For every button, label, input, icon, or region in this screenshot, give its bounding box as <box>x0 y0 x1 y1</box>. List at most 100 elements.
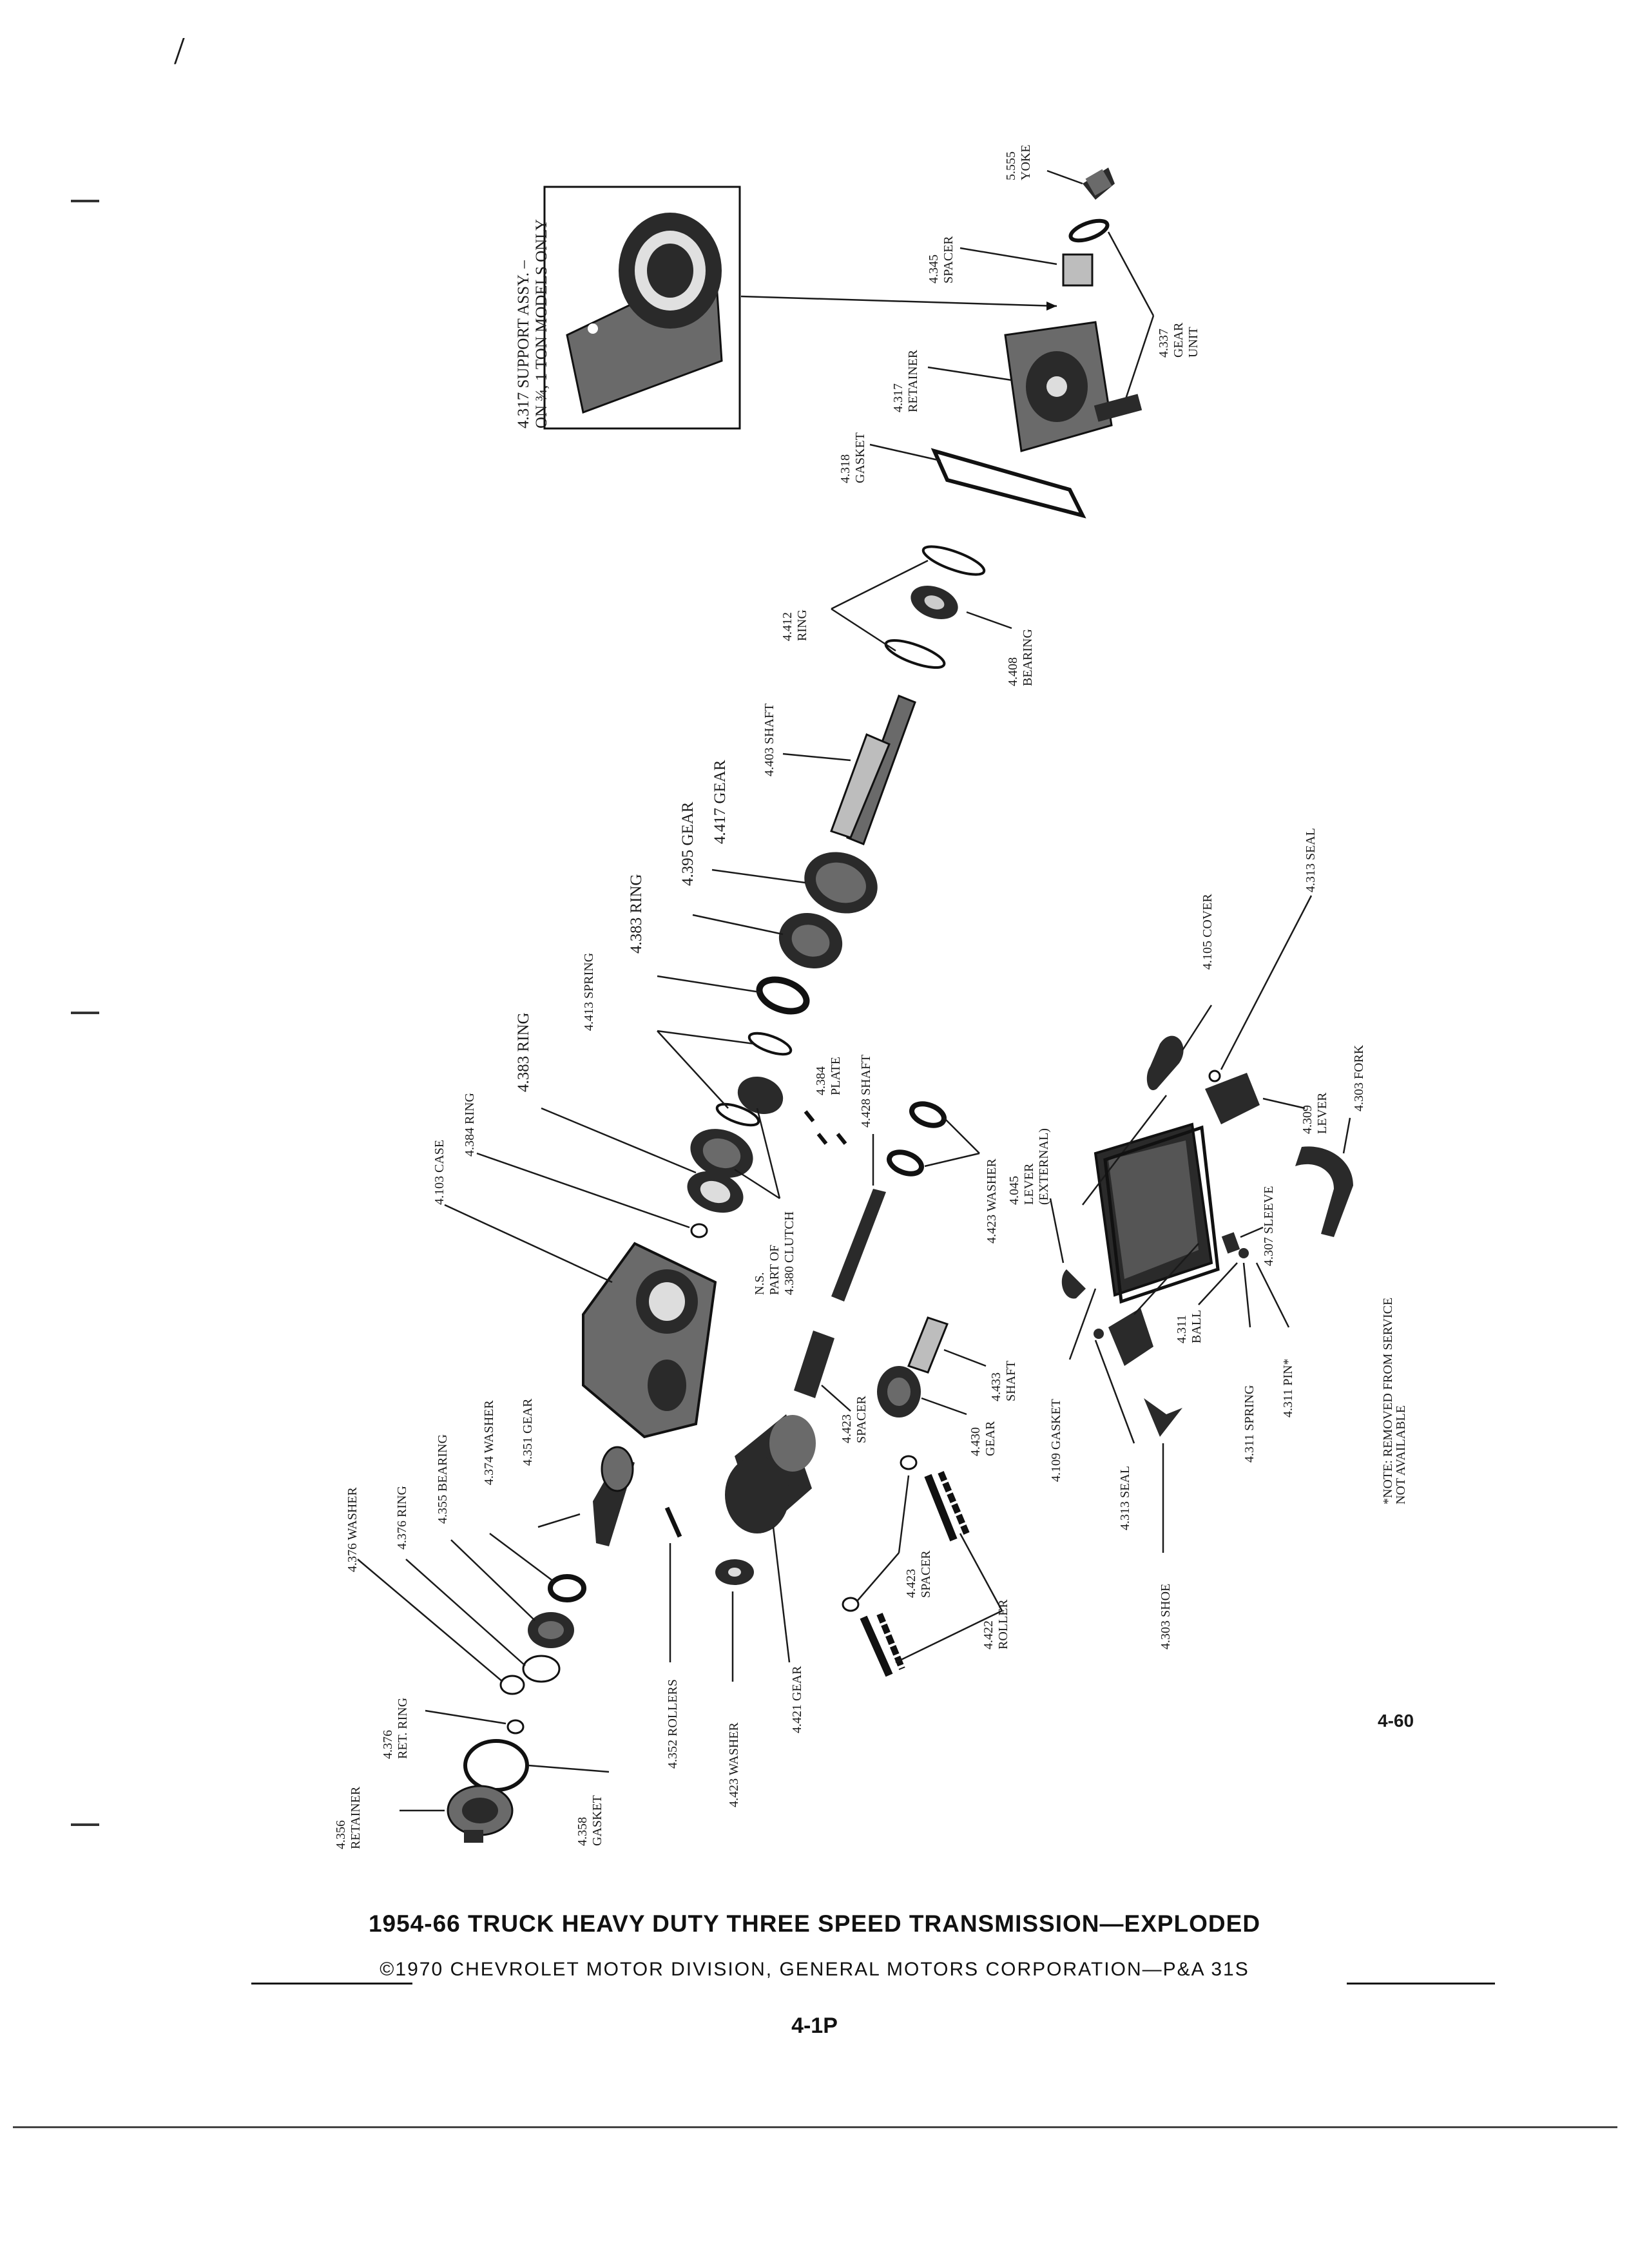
svg-text:GASKET: GASKET <box>590 1795 604 1846</box>
svg-text:4.313 SEAL: 4.313 SEAL <box>1118 1466 1132 1530</box>
svg-text:4.417 GEAR: 4.417 GEAR <box>711 760 729 844</box>
svg-text:4.045: 4.045 <box>1007 1176 1021 1205</box>
label-rollers-4352: 4.352 ROLLERS <box>666 1679 680 1769</box>
label-plate-4384-name: PLATE <box>829 1057 843 1095</box>
copyright-rule-right <box>1347 1983 1495 1984</box>
label-ring-4384: 4.384 RING <box>463 1093 477 1157</box>
svg-text:UNIT: UNIT <box>1186 327 1200 358</box>
svg-text:LEVER: LEVER <box>1022 1163 1036 1205</box>
part-case-4103 <box>582 1242 717 1439</box>
svg-text:4.376: 4.376 <box>381 1730 395 1759</box>
copyright-rule-left <box>251 1983 412 1984</box>
svg-text:RET. RING: RET. RING <box>396 1698 410 1759</box>
svg-text:4.380 CLUTCH: 4.380 CLUTCH <box>782 1211 796 1295</box>
inset-label-line1: 4.317 SUPPORT ASSY. – <box>515 260 532 428</box>
svg-text:4.337: 4.337 <box>1157 329 1171 358</box>
label-ring-4383-top: 4.383 RING <box>628 874 645 954</box>
svg-text:4.423 WASHER: 4.423 WASHER <box>727 1722 741 1807</box>
label-gear-unit-num: 4.337 <box>1157 329 1171 358</box>
svg-text:BALL: BALL <box>1190 1310 1204 1343</box>
label-gasket-4358-name: GASKET <box>590 1795 604 1846</box>
scan-edge-line <box>13 2126 1617 2128</box>
label-spacer-4423-low-num: 4.423 <box>904 1569 918 1598</box>
svg-text:4.317: 4.317 <box>891 383 905 412</box>
svg-text:4.109 GASKET: 4.109 GASKET <box>1049 1399 1063 1482</box>
svg-text:4.303 FORK: 4.303 FORK <box>1352 1044 1366 1111</box>
label-lever-4045-num: 4.045 <box>1007 1176 1021 1205</box>
label-lever-4045-external: (EXTERNAL) <box>1037 1128 1051 1205</box>
label-lever-4309-num: 4.309 <box>1300 1105 1315 1134</box>
label-retainer-4356-name: RETAINER <box>349 1786 363 1849</box>
page-title: 1954-66 TRUCK HEAVY DUTY THREE SPEED TRA… <box>368 1910 1261 1937</box>
svg-text:4.311: 4.311 <box>1175 1315 1189 1343</box>
part-bearing-4408 <box>911 585 958 620</box>
label-gear-4417: 4.417 GEAR <box>711 760 729 844</box>
svg-text:4.428 SHAFT: 4.428 SHAFT <box>859 1055 873 1128</box>
label-spacer-4345-name: SPACER <box>941 236 956 284</box>
label-gasket-4358-num: 4.358 <box>575 1817 590 1846</box>
label-fork-4303: 4.303 FORK <box>1352 1044 1366 1111</box>
label-washer-4423-top: 4.423 WASHER <box>985 1158 999 1244</box>
label-cover-4105: 4.105 COVER <box>1200 894 1215 970</box>
label-bearing-4355: 4.355 BEARING <box>436 1434 450 1524</box>
svg-text:4.433: 4.433 <box>989 1372 1003 1401</box>
part-spacer-4423-low <box>842 1455 918 1612</box>
figure-number: 4-60 <box>1378 1711 1414 1731</box>
svg-text:YOKE: YOKE <box>1019 144 1033 180</box>
part-lever-lower <box>1094 1308 1153 1366</box>
label-ring-4376: 4.376 RING <box>395 1486 409 1550</box>
part-ret-ring-4376 <box>506 1719 525 1735</box>
part-spring-4413 <box>715 1032 793 1127</box>
inset-support-assembly: 4.317 SUPPORT ASSY. – ON ¾, 1 TON MODELS… <box>515 186 1057 430</box>
svg-text:4.430: 4.430 <box>969 1427 983 1456</box>
svg-text:(EXTERNAL): (EXTERNAL) <box>1037 1128 1051 1205</box>
part-washer-4423-lower <box>715 1559 754 1585</box>
part-washer-4423-upper <box>887 1101 947 1177</box>
svg-text:4.376 RING: 4.376 RING <box>395 1486 409 1550</box>
part-clutch-4380 <box>690 1076 784 1178</box>
svg-text:4.309: 4.309 <box>1300 1105 1315 1134</box>
label-washer-4376: 4.376 WASHER <box>345 1486 360 1572</box>
label-shaft-4403: 4.403 SHAFT <box>762 704 776 776</box>
part-washer-4374 <box>548 1574 586 1602</box>
label-washer-4374: 4.374 WASHER <box>482 1399 496 1485</box>
label-gasket-4109: 4.109 GASKET <box>1049 1399 1063 1482</box>
part-shoe-4303 <box>1144 1398 1182 1437</box>
part-fork-4303 <box>1295 1146 1353 1237</box>
label-gasket-4318-name: GASKET <box>853 432 867 483</box>
svg-text:SPACER: SPACER <box>941 236 956 284</box>
svg-text:4.103 CASE: 4.103 CASE <box>432 1140 447 1205</box>
svg-text:4.383 RING: 4.383 RING <box>515 1012 532 1092</box>
part-lever-4309 <box>1205 1073 1260 1124</box>
part-seal-4313-upper <box>1208 1070 1221 1082</box>
margin-mark-top <box>71 200 99 202</box>
part-shaft-4433 <box>907 1316 949 1374</box>
label-seal-4313: 4.313 SEAL <box>1118 1466 1132 1530</box>
part-ring-4383-upper <box>756 976 810 1015</box>
svg-text:4.311 SPRING: 4.311 SPRING <box>1242 1385 1257 1463</box>
label-yoke-name: YOKE <box>1019 144 1033 180</box>
support-assembly-image <box>566 213 723 414</box>
label-spacer-4345-num: 4.345 <box>927 255 941 284</box>
part-bearing-4355 <box>528 1612 574 1648</box>
label-clutch-num: 4.380 CLUTCH <box>782 1211 796 1295</box>
label-spring-4413: 4.413 SPRING <box>582 953 596 1031</box>
label-sleeve-4307: 4.307 SLEEVE <box>1262 1186 1276 1266</box>
label-clutch-partof: PART OF <box>767 1245 782 1295</box>
svg-text:4.423: 4.423 <box>904 1569 918 1598</box>
svg-text:5.555: 5.555 <box>1004 151 1018 180</box>
label-retainer-4356-num: 4.356 <box>334 1820 348 1849</box>
part-shaft-4403 <box>830 695 916 845</box>
label-gear-4395: 4.395 GEAR <box>679 802 697 886</box>
svg-text:*NOTE: REMOVED FROM SERVICE: *NOTE: REMOVED FROM SERVICE <box>1381 1298 1395 1504</box>
svg-text:4.311 PIN*: 4.311 PIN* <box>1281 1359 1295 1418</box>
part-cover-4105 <box>1094 1122 1213 1297</box>
svg-text:4.384: 4.384 <box>814 1066 828 1095</box>
part-shaft-4428 <box>831 1189 886 1302</box>
svg-text:LEVER: LEVER <box>1315 1092 1329 1134</box>
svg-text:4.384 RING: 4.384 RING <box>463 1093 477 1157</box>
svg-text:4.352 ROLLERS: 4.352 ROLLERS <box>666 1679 680 1769</box>
part-ring-4384 <box>690 1223 708 1238</box>
svg-text:4.395 GEAR: 4.395 GEAR <box>679 802 697 886</box>
label-gear-4421: 4.421 GEAR <box>790 1666 804 1733</box>
